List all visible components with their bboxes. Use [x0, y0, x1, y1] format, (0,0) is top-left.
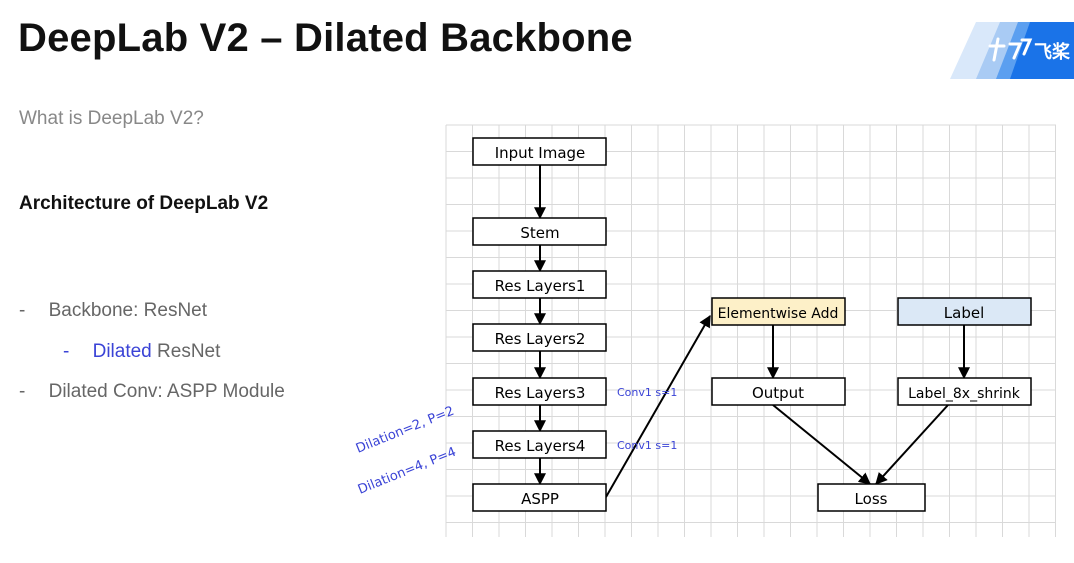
node-res-layers4-label: Res Layers4 — [495, 437, 586, 455]
node-res-layers3-label: Res Layers3 — [495, 384, 586, 402]
annotation-dilation4: Dilation=4, P=4 — [356, 445, 459, 498]
node-loss-label: Loss — [855, 490, 888, 508]
bullet-dash: - — [63, 341, 70, 362]
node-label-8x-shrink — [897, 377, 1032, 406]
node-stem — [472, 217, 607, 246]
bullet-aspp: - Dilated Conv: ASPP Module — [19, 381, 285, 403]
architecture-heading: Architecture of DeepLab V2 — [19, 193, 269, 214]
node-output — [711, 377, 846, 406]
annotation-conv1-res3: Conv1 s=1 — [617, 386, 677, 399]
page-title: DeepLab V2 – Dilated Backbone — [18, 16, 633, 60]
arrow-aspp-add — [605, 314, 711, 498]
node-label-label: Label — [944, 304, 984, 322]
diagram-nodes: Input Image Stem Res Layers1 Res Layers2… — [472, 137, 1032, 512]
arrow-output-loss — [772, 404, 871, 485]
node-stem-label: Stem — [520, 224, 559, 242]
highlight-dilated: Dilated — [92, 341, 152, 362]
bullet-dash: - — [19, 300, 26, 321]
bullet-dash: - — [19, 381, 26, 402]
node-input-image — [472, 137, 607, 166]
node-res-layers2-label: Res Layers2 — [495, 330, 586, 348]
annotation-conv1-res4: Conv1 s=1 — [617, 439, 677, 452]
node-label — [897, 297, 1032, 326]
node-input-image-label: Input Image — [495, 144, 586, 162]
paddle-logo: 飞桨 — [930, 22, 1074, 79]
node-elementwise-add-label: Elementwise Add — [718, 306, 839, 322]
node-aspp-label: ASPP — [521, 490, 559, 508]
subtitle: What is DeepLab V2? — [19, 108, 204, 129]
bullet-dilated-rest: ResNet — [151, 341, 221, 362]
node-res-layers4 — [472, 430, 607, 459]
bullet-backbone-text: Backbone: ResNet — [48, 300, 208, 321]
node-loss — [817, 483, 926, 512]
node-elementwise-add — [711, 297, 846, 326]
bullet-dilated-resnet: - Dilated ResNet — [63, 341, 220, 363]
logo-text: 飞桨 — [1034, 41, 1071, 63]
node-res-layers2 — [472, 323, 607, 352]
arrow-shrink-loss — [875, 404, 949, 485]
diagram-connectors — [534, 165, 970, 498]
node-res-layers3 — [472, 377, 607, 406]
bullet-aspp-text: Dilated Conv: ASPP Module — [48, 381, 285, 402]
node-res-layers1 — [472, 270, 607, 299]
node-label-8x-shrink-label: Label_8x_shrink — [908, 386, 1021, 402]
node-res-layers1-label: Res Layers1 — [495, 277, 586, 295]
paddle-logo-icon: 飞桨 — [950, 22, 1074, 79]
bullet-backbone: - Backbone: ResNet — [19, 300, 207, 322]
node-aspp — [472, 483, 607, 512]
node-output-label: Output — [752, 384, 804, 402]
